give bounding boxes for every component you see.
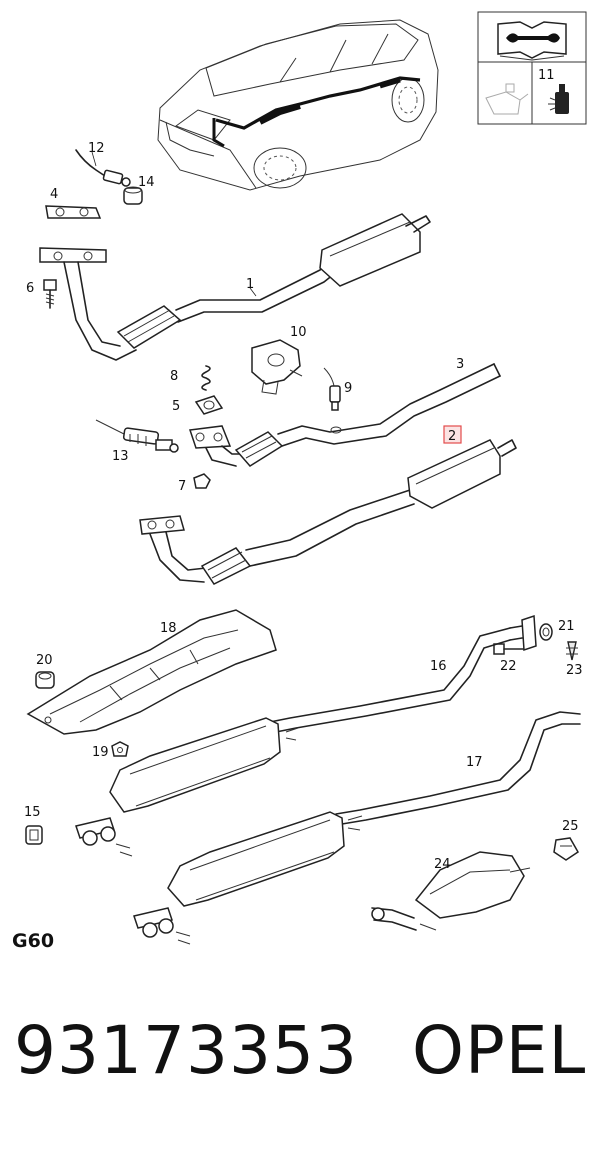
part-oxygen-sensor-13 — [95, 419, 179, 453]
part-front-pipe-1 — [39, 213, 431, 361]
callout-25: 25 — [562, 819, 579, 834]
car-illustration — [157, 19, 439, 191]
callout-9: 9 — [344, 381, 352, 396]
callout-18: 18 — [160, 621, 177, 636]
part-bolt-6 — [43, 279, 57, 309]
service-manual-icon — [497, 21, 567, 61]
part-mount-15 — [25, 825, 43, 845]
legend-box: 11 — [477, 11, 587, 125]
part-clip-25 — [553, 837, 579, 861]
callout-10: 10 — [290, 325, 307, 340]
part-rear-silencer-16 — [75, 614, 537, 857]
callout-17: 17 — [466, 755, 483, 770]
callout-1: 1 — [246, 277, 254, 292]
callout-2-highlight: 2 — [443, 425, 462, 444]
part-rear-box-24 — [371, 851, 531, 931]
part-mount-20 — [35, 671, 55, 689]
part-bolt-22 — [493, 643, 527, 655]
part-front-silencer-2 — [139, 439, 517, 585]
callout-3: 3 — [456, 357, 464, 372]
oil-can-icon — [485, 83, 529, 115]
callout-15: 15 — [24, 805, 41, 820]
callout-12: 12 — [88, 141, 105, 156]
spray-can-icon — [548, 84, 569, 114]
callout-13: 13 — [112, 449, 129, 464]
part-oxygen-sensor-12 — [75, 149, 131, 187]
part-nut-19 — [111, 741, 129, 757]
brand-name: OPEL — [412, 1012, 587, 1089]
callout-11: 11 — [538, 68, 555, 83]
callout-8: 8 — [170, 369, 178, 384]
part-gasket-4 — [45, 205, 102, 219]
group-code: G60 — [12, 930, 55, 952]
part-rear-silencer-17 — [133, 711, 581, 945]
part-spring-8 — [201, 365, 211, 391]
part-hanger-bracket-10 — [251, 339, 303, 395]
callout-21: 21 — [558, 619, 575, 634]
callout-2: 2 — [448, 429, 456, 444]
part-clamp-23 — [566, 641, 578, 661]
callout-24: 24 — [434, 857, 451, 872]
callout-19: 19 — [92, 745, 109, 760]
part-heat-shield-18 — [26, 609, 277, 735]
part-nut-7 — [193, 473, 211, 489]
callout-4: 4 — [50, 187, 58, 202]
part-gasket-21 — [539, 623, 553, 641]
callout-14: 14 — [138, 175, 155, 190]
callout-16: 16 — [430, 659, 447, 674]
wrench-icon — [506, 33, 560, 43]
callout-5: 5 — [172, 399, 180, 414]
part-flange-5 — [194, 395, 224, 415]
part-sensor-9 — [323, 367, 341, 411]
part-front-pipe-3 — [188, 363, 501, 467]
callout-22: 22 — [500, 659, 517, 674]
callout-7: 7 — [178, 479, 186, 494]
callout-23: 23 — [566, 663, 583, 678]
callout-6: 6 — [26, 281, 34, 296]
part-nut-14 — [123, 186, 143, 205]
callout-20: 20 — [36, 653, 53, 668]
part-number: 93173353 — [14, 1012, 358, 1089]
